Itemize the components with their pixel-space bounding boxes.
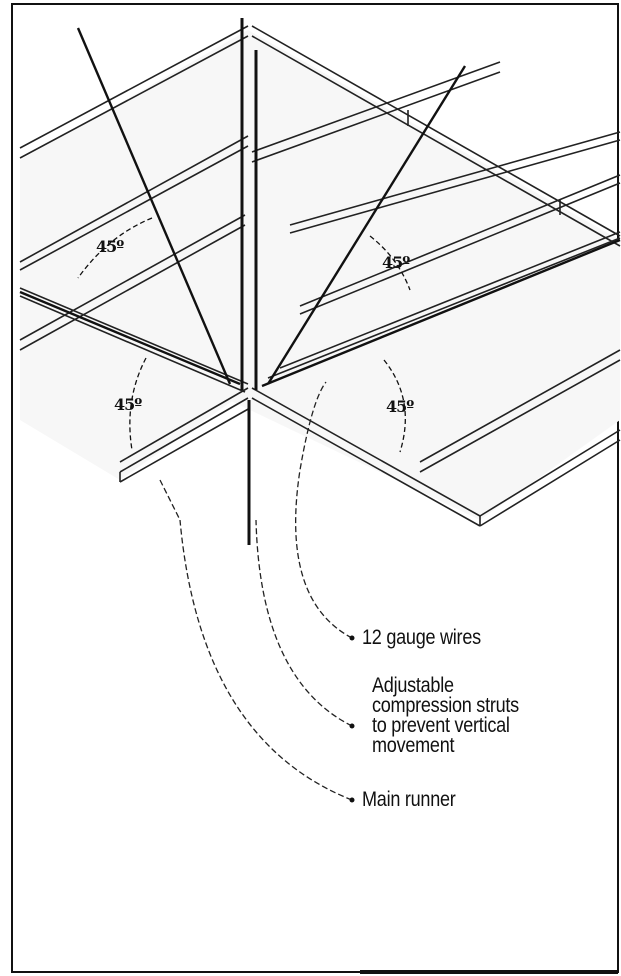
runner-callout: Main runner — [362, 788, 456, 811]
leader-dots — [349, 635, 355, 803]
wires-callout: 12 gauge wires — [362, 626, 481, 649]
struts-callout: Adjustable compression struts to prevent… — [372, 674, 519, 757]
angle-arcs — [77, 217, 411, 453]
compression-strut — [240, 18, 258, 545]
angle-label-lower-right: 45º — [386, 397, 414, 416]
angle-label-upper-left: 45º — [96, 237, 124, 256]
splay-wires — [19, 27, 621, 388]
frame-border — [11, 3, 619, 973]
grid-runners — [19, 25, 621, 527]
angle-label-upper-right: 45º — [382, 253, 410, 272]
leader-lines — [159, 381, 353, 801]
angle-label-lower-left: 45º — [114, 395, 142, 414]
